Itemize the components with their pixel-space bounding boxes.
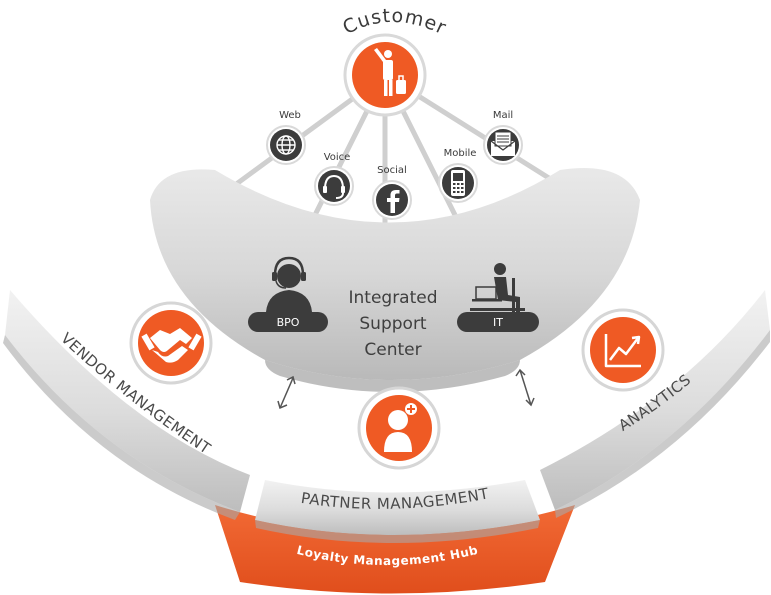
channel-web[interactable]: Web bbox=[266, 110, 306, 165]
double-arrow-left bbox=[277, 375, 296, 410]
it-node[interactable]: IT bbox=[457, 263, 539, 332]
analytics-icon-node[interactable] bbox=[581, 308, 665, 392]
support-center-line3: Center bbox=[364, 340, 421, 360]
it-label: IT bbox=[493, 316, 503, 329]
mobile-phone-icon bbox=[451, 170, 465, 196]
channel-label: Web bbox=[279, 110, 301, 121]
partner-management-segment bbox=[255, 480, 540, 535]
analytics-segment bbox=[540, 290, 770, 510]
computer-user-icon bbox=[470, 263, 525, 312]
channel-label: Voice bbox=[324, 152, 351, 163]
channel-mobile[interactable]: Mobile bbox=[438, 148, 478, 203]
double-arrow-right bbox=[515, 368, 535, 407]
handshake-icon bbox=[141, 328, 202, 363]
it-pill bbox=[457, 312, 539, 332]
support-center-line2: Support bbox=[359, 314, 427, 334]
channel-voice[interactable]: Voice bbox=[314, 152, 354, 206]
svg-text:Customer: Customer bbox=[339, 5, 450, 40]
traveler-icon bbox=[374, 48, 406, 96]
channel-label: Social bbox=[377, 165, 407, 176]
customer-node[interactable] bbox=[343, 33, 427, 117]
vendor-management-segment bbox=[5, 290, 250, 512]
channel-label: Mobile bbox=[444, 148, 477, 159]
facebook-icon bbox=[387, 190, 400, 213]
headset-icon bbox=[323, 174, 345, 199]
globe-icon bbox=[276, 135, 296, 155]
channel-mail[interactable]: Mail bbox=[483, 110, 523, 165]
vendor-icon-node[interactable] bbox=[129, 301, 213, 385]
trend-chart-icon bbox=[604, 334, 641, 368]
envelope-icon bbox=[490, 131, 516, 156]
bpo-pill bbox=[248, 312, 328, 332]
add-user-icon bbox=[384, 403, 417, 452]
customer-label: Customer bbox=[339, 5, 449, 40]
bpo-node[interactable]: BPO bbox=[248, 256, 328, 332]
partner-icon-node[interactable] bbox=[357, 386, 441, 470]
channel-label: Mail bbox=[493, 110, 513, 121]
support-center-line1: Integrated bbox=[348, 288, 437, 308]
agent-headset-icon bbox=[266, 256, 312, 312]
bpo-label: BPO bbox=[277, 316, 300, 329]
channel-social[interactable]: Social bbox=[372, 165, 412, 220]
